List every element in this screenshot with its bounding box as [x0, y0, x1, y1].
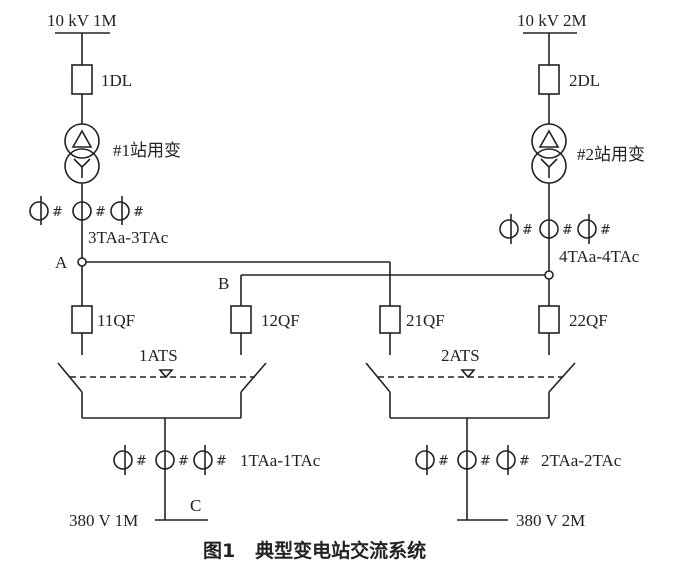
ct-icon: [113, 445, 133, 475]
ct-mark: #: [519, 454, 530, 469]
ats-2-icon: [365, 362, 576, 419]
breaker-2dl: [538, 64, 560, 95]
figure-caption: 图1 典型变电站交流系统: [203, 539, 426, 562]
bus-label-10kv-1m: 10 kV 1M: [47, 11, 117, 30]
transformer-label-1: #1站用变: [113, 141, 181, 160]
breaker-label-22qf: 22QF: [569, 311, 608, 330]
ct-mark: #: [562, 223, 573, 238]
ct-group-1ta: # # #: [113, 445, 227, 475]
ct-group-3ta: # # #: [29, 196, 144, 225]
ats-label-2: 2ATS: [441, 346, 480, 365]
node-junction-right: [544, 270, 554, 280]
breaker-22qf: [538, 305, 560, 334]
ct-icon: [155, 450, 175, 470]
ct-icon: [496, 445, 516, 475]
ct-icon: [415, 445, 435, 475]
node-label-a: A: [55, 253, 68, 272]
ct-label-3ta: 3TAa-3TAc: [88, 228, 169, 247]
ct-mark: #: [600, 223, 611, 238]
bus-label-10kv-2m: 10 kV 2M: [517, 11, 587, 30]
bus-label-380v-2m: 380 V 2M: [516, 511, 585, 530]
ct-mark: #: [133, 205, 144, 220]
breaker-label-2dl: 2DL: [569, 71, 600, 90]
ct-mark: #: [480, 454, 491, 469]
ct-label-2ta: 2TAa-2TAc: [541, 451, 622, 470]
ats-label-1: 1ATS: [139, 346, 178, 365]
ct-icon: [539, 219, 559, 239]
ct-group-2ta: # # #: [415, 445, 530, 475]
ct-icon: [72, 201, 92, 221]
ct-mark: #: [136, 454, 147, 469]
node-label-b: B: [218, 274, 229, 293]
ct-mark: #: [52, 205, 63, 220]
ct-icon: [577, 214, 597, 244]
ct-icon: [110, 196, 130, 225]
breaker-12qf: [230, 305, 252, 334]
transformer-label-2: #2站用变: [577, 145, 645, 164]
breaker-label-1dl: 1DL: [101, 71, 132, 90]
ats-1-icon: [57, 362, 267, 419]
ct-group-4ta: # # #: [499, 214, 611, 244]
ct-icon: [29, 196, 49, 225]
bus-label-380v-1m: 380 V 1M: [69, 511, 138, 530]
transformer-2-icon: [531, 123, 567, 184]
breaker-11qf: [71, 305, 93, 334]
ct-mark: #: [522, 223, 533, 238]
ct-icon: [193, 445, 213, 475]
ct-label-4ta: 4TAa-4TAc: [559, 247, 640, 266]
ct-mark: #: [178, 454, 189, 469]
breaker-21qf: [379, 305, 401, 334]
breaker-label-21qf: 21QF: [406, 311, 445, 330]
node-a: [77, 257, 87, 267]
breaker-label-11qf: 11QF: [97, 311, 135, 330]
transformer-1-icon: [64, 123, 100, 184]
ct-mark: #: [438, 454, 449, 469]
ct-icon: [499, 214, 519, 244]
breaker-1dl: [71, 64, 93, 95]
ct-icon: [457, 450, 477, 470]
breaker-label-12qf: 12QF: [261, 311, 300, 330]
ct-mark: #: [216, 454, 227, 469]
ct-mark: #: [95, 205, 106, 220]
node-label-c: C: [190, 496, 201, 515]
ct-label-1ta: 1TAa-1TAc: [240, 451, 321, 470]
